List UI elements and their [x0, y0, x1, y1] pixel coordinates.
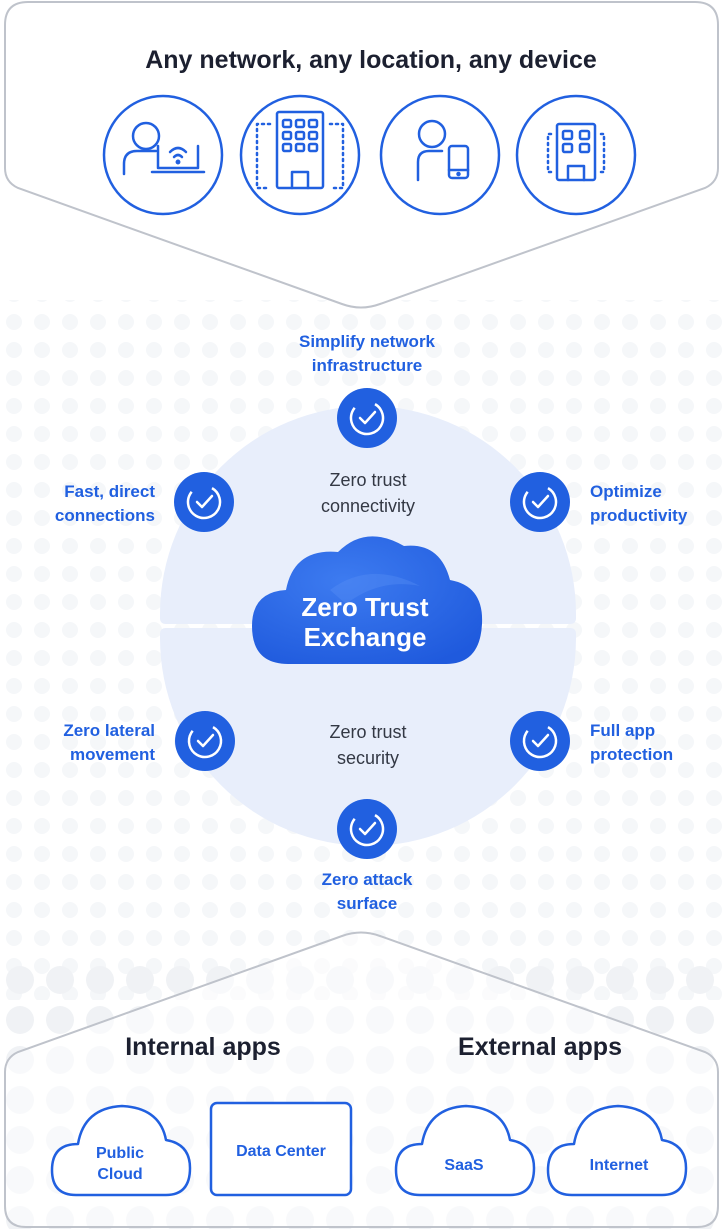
hub-title-line1: Zero Trust [301, 592, 428, 622]
data-center-card: Data Center [209, 1101, 353, 1197]
check-icon [522, 723, 558, 759]
benefit-check-upper-right [510, 472, 570, 532]
check-icon [187, 723, 223, 759]
hub-ring [160, 406, 576, 846]
data-center-box [209, 1101, 353, 1197]
bottom-panel: Internal apps External apps Public Cloud… [4, 931, 719, 1228]
check-icon [186, 484, 222, 520]
data-center-label: Data Center [236, 1143, 326, 1160]
cloud-swirl [330, 573, 420, 604]
benefit-bottom-line1: Zero attack [322, 870, 413, 889]
internet-card: Internet [546, 1104, 688, 1197]
external-apps-heading: External apps [458, 1033, 622, 1061]
benefit-top-line1: Simplify network [299, 332, 436, 351]
saas-label: SaaS [444, 1157, 483, 1174]
cloud-outline-icon [50, 1104, 192, 1197]
benefit-upper-right-line1: Optimize [590, 482, 662, 501]
benefit-check-bottom [337, 799, 397, 859]
internal-apps-heading: Internal apps [125, 1033, 281, 1061]
headquarters-building-icon [239, 94, 361, 216]
hub-upper-label-line2: connectivity [321, 496, 415, 516]
benefit-check-lower-left [175, 711, 235, 771]
ring-lower-half [160, 628, 576, 846]
remote-worker-laptop-icon [102, 94, 224, 216]
benefit-upper-right-line2: productivity [590, 506, 688, 525]
internet-label: Internet [590, 1157, 649, 1174]
cloud-outline-icon [546, 1104, 688, 1197]
benefit-bottom-line2: surface [337, 894, 397, 913]
saas-card: SaaS [394, 1104, 536, 1197]
benefit-upper-left-line2: connections [55, 506, 155, 525]
check-icon [349, 400, 385, 436]
benefit-lower-left-line2: movement [70, 745, 155, 764]
top-panel: Any network, any location, any device [4, 1, 719, 309]
public-cloud-card: Public Cloud [50, 1104, 192, 1197]
hub-lower-label-line1: Zero trust [329, 722, 406, 742]
benefit-top-line2: infrastructure [312, 356, 423, 375]
hub-lower-label-line2: security [337, 748, 399, 768]
benefit-lower-right-line1: Full app [590, 721, 655, 740]
benefit-lower-left-line1: Zero lateral [63, 721, 155, 740]
benefit-check-top [337, 388, 397, 448]
zero-trust-exchange-cloud: Zero Trust Exchange [252, 536, 483, 664]
benefit-lower-right-line2: protection [590, 745, 673, 764]
benefit-check-lower-right [510, 711, 570, 771]
benefit-check-upper-left [174, 472, 234, 532]
hub-upper-label-line1: Zero trust [329, 470, 406, 490]
top-panel-heading: Any network, any location, any device [145, 46, 597, 74]
check-icon [349, 811, 385, 847]
cloud-shape [252, 536, 483, 664]
ring-upper-half [160, 406, 576, 624]
hub-title-line2: Exchange [304, 622, 427, 652]
public-cloud-line2: Cloud [97, 1166, 142, 1183]
branch-office-icon [515, 94, 637, 216]
mobile-user-icon [379, 94, 501, 216]
check-icon [522, 484, 558, 520]
public-cloud-line1: Public [96, 1145, 144, 1162]
benefit-upper-left-line1: Fast, direct [64, 482, 155, 501]
top-panel-shape [4, 1, 719, 309]
cloud-outline-icon [394, 1104, 536, 1197]
